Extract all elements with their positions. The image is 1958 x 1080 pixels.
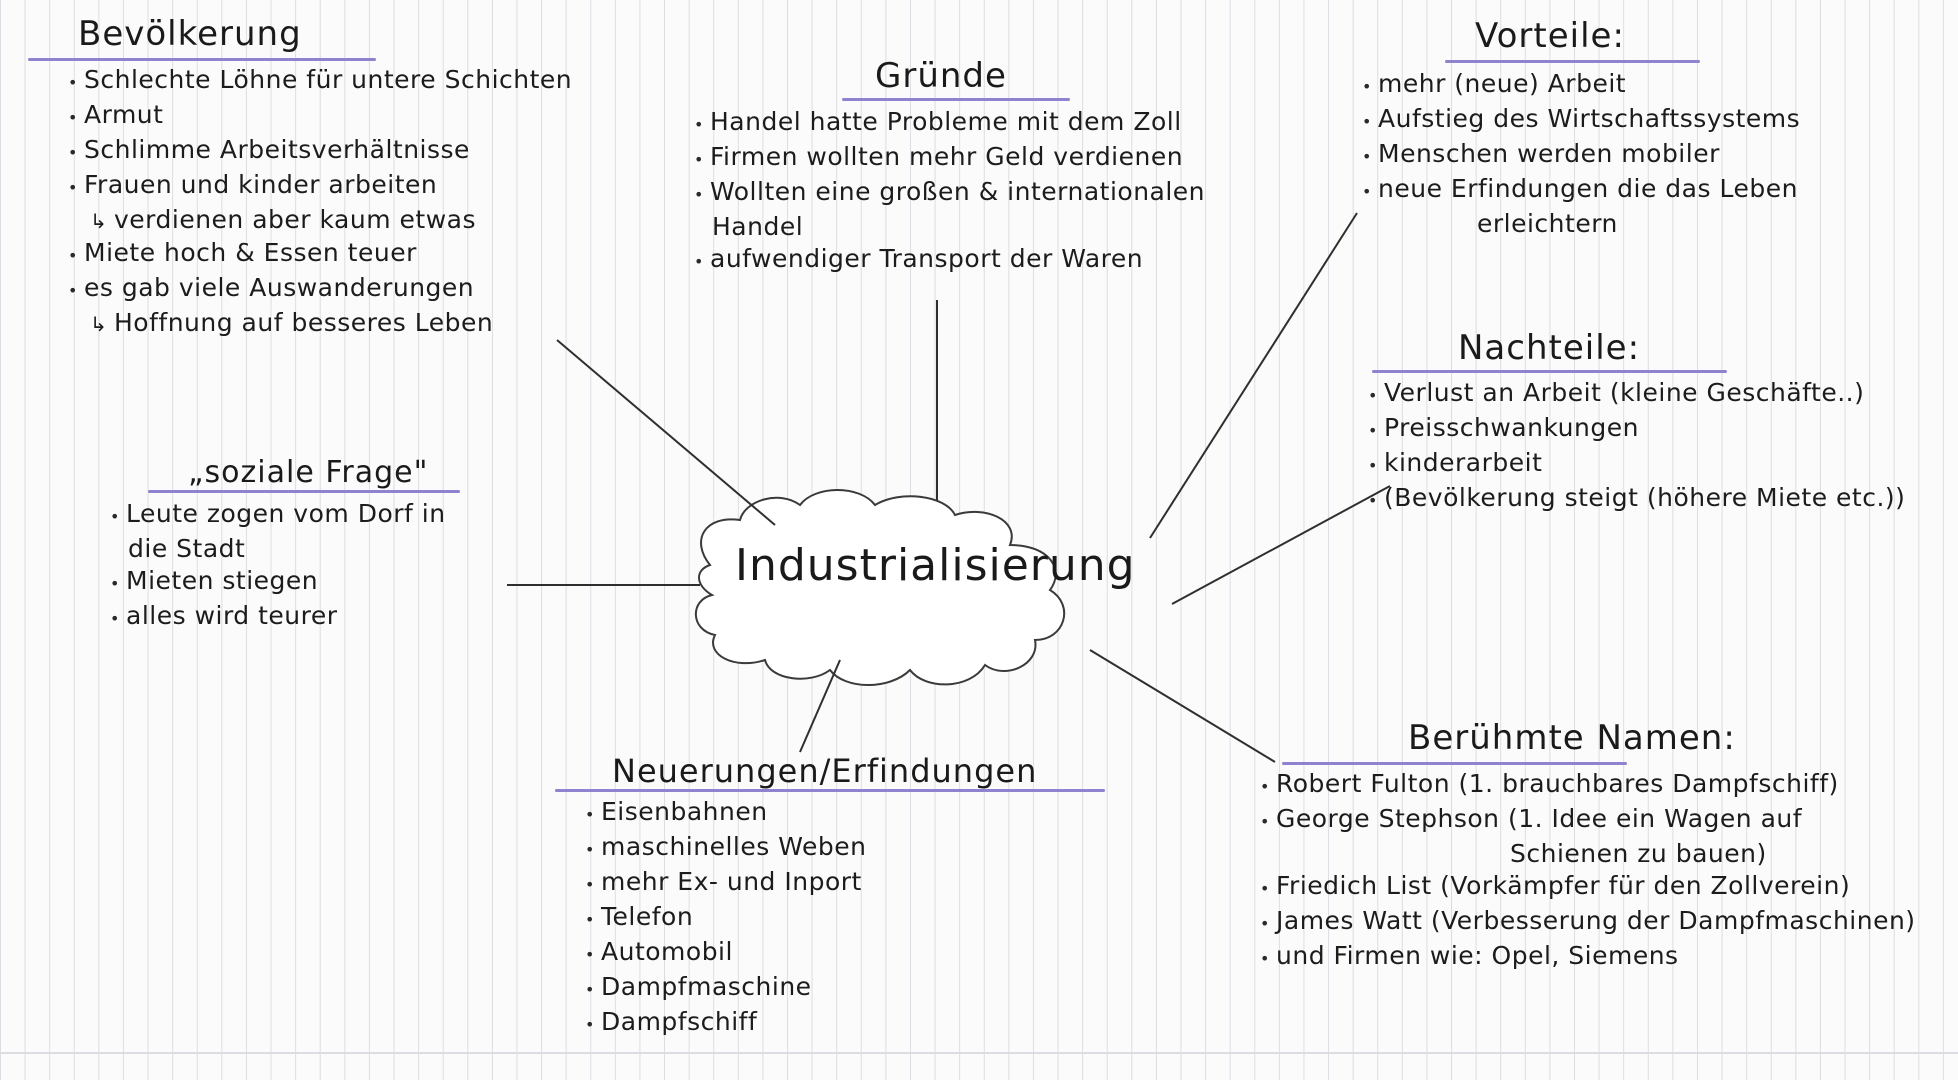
paper-margin-line [0,1052,1958,1054]
list-item: •Dampfmaschine [585,972,812,1001]
neuerungen-title: Neuerungen/Erfindungen [612,752,1038,790]
list-item: •Telefon [585,902,694,931]
list-item: ↳verdienen aber kaum etwas [68,204,572,237]
neuerungen-list: •Eisenbahnen •maschinelles Weben •mehr E… [585,796,866,1041]
gruende-underline [842,98,1070,101]
connector-namen [1089,649,1276,763]
list-item: •Mieten stiegen [110,566,319,595]
connector-neuerungen [799,659,841,753]
list-item: •Friedich List (Vorkämpfer für den Zollv… [1260,871,1851,900]
list-item: •Schlimme Arbeitsverhältnisse [68,135,470,164]
soziale-frage-title: „soziale Frage" [188,455,429,490]
vorteile-list: •mehr (neue) Arbeit •Aufstieg des Wirtsc… [1362,68,1800,240]
list-item: •Schlechte Löhne für untere Schichten [68,65,573,94]
vorteile-underline [1445,60,1700,63]
neuerungen-underline [555,789,1105,792]
list-item: •maschinelles Weben [585,832,867,861]
list-item: Handel [712,212,804,241]
vorteile-title: Vorteile: [1475,16,1625,56]
list-item: •Leute zogen vom Dorf in [110,499,446,528]
connector-vorteile [1149,212,1358,539]
arrow-icon: ↳ [90,209,108,233]
namen-list: •Robert Fulton (1. brauchbares Dampfschi… [1260,768,1916,975]
list-item: •neue Erfindungen die das Leben [1362,174,1798,203]
namen-underline [1282,762,1627,765]
list-item: •Wollten eine großen & internationalen [694,177,1206,206]
bevoelkerung-list: •Schlechte Löhne für untere Schichten •A… [68,64,572,340]
list-item: •und Firmen wie: Opel, Siemens [1260,941,1679,970]
arrow-icon: ↳ [90,312,108,336]
list-item: •kinderarbeit [1368,448,1543,477]
nachteile-list: •Verlust an Arbeit (kleine Geschäfte..) … [1368,377,1905,517]
gruende-list: •Handel hatte Probleme mit dem Zoll •Fir… [694,106,1205,278]
namen-title: Berühmte Namen: [1408,718,1736,758]
list-item: •Menschen werden mobiler [1362,139,1720,168]
center-cloud [694,489,1066,686]
list-item: •aufwendiger Transport der Waren [694,244,1144,273]
soziale-frage-underline [148,490,460,493]
bevoelkerung-underline [28,58,376,61]
bevoelkerung-title: Bevölkerung [78,14,302,54]
list-item: erleichtern [1477,209,1618,238]
central-topic: Industrialisierung [735,540,1136,591]
list-item: •Handel hatte Probleme mit dem Zoll [694,107,1182,136]
list-item: die Stadt [128,534,246,563]
list-item: •Eisenbahnen [585,797,768,826]
list-item: •mehr Ex- und Inport [585,867,862,896]
list-item: •Miete hoch & Essen teuer [68,238,417,267]
list-item: •Armut [68,100,164,129]
list-item: •Robert Fulton (1. brauchbares Dampfschi… [1260,769,1839,798]
list-item: •James Watt (Verbesserung der Dampfmasch… [1260,906,1916,935]
list-item: •mehr (neue) Arbeit [1362,69,1627,98]
list-item: •Frauen und kinder arbeiten [68,170,438,199]
list-item: Schienen zu bauen) [1510,839,1767,868]
list-item: •alles wird teurer [110,601,338,630]
list-item: •(Bevölkerung steigt (höhere Miete etc.)… [1368,483,1906,512]
soziale-frage-list: •Leute zogen vom Dorf in die Stadt •Miet… [110,498,446,635]
nachteile-title: Nachteile: [1458,328,1641,368]
list-item: ↳Hoffnung auf besseres Leben [68,307,572,340]
list-item: •George Stephson (1. Idee ein Wagen auf [1260,804,1803,833]
list-item: •Automobil [585,937,733,966]
list-item: •Aufstieg des Wirtschaftssystems [1362,104,1801,133]
list-item: •Preisschwankungen [1368,413,1639,442]
connector-nachteile [1171,485,1391,605]
list-item: •Verlust an Arbeit (kleine Geschäfte..) [1368,378,1865,407]
list-item: •Firmen wollten mehr Geld verdienen [694,142,1184,171]
nachteile-underline [1372,370,1727,373]
list-item: •es gab viele Auswanderungen [68,273,475,302]
gruende-title: Gründe [875,56,1007,96]
connector-bevoelkerung [556,339,776,526]
list-item: •Dampfschiff [585,1007,758,1036]
